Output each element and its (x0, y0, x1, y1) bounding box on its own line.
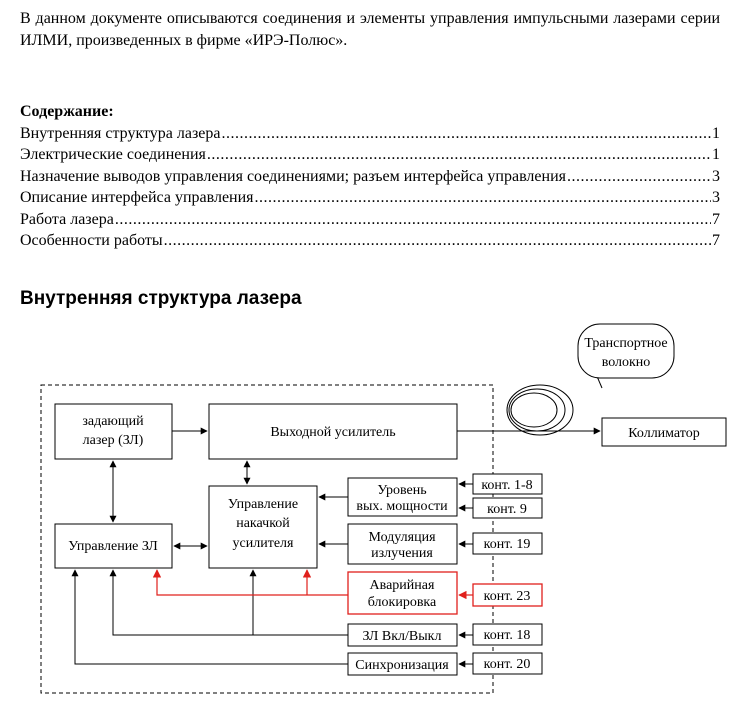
modulation-label-2: излучения (371, 546, 433, 561)
contact-emergency-label: конт. 23 (484, 589, 531, 604)
master-laser-label-1: задающий (82, 414, 144, 429)
toc-item[interactable]: Особенности работы 7 (20, 230, 720, 251)
toc-item[interactable]: Назначение выводов управления соединения… (20, 166, 720, 187)
emergency-block (347, 571, 458, 615)
section-title: Внутренняя структура лазера (20, 288, 302, 309)
toc-item[interactable]: Электрические соединения 1 (20, 144, 720, 165)
transport-fiber-label-1: Транспортное (584, 336, 667, 351)
onoff-label: ЗЛ Вкл/Выкл (363, 629, 442, 644)
toc-item-label: Внутренняя структура лазера (20, 125, 221, 142)
pump-control-label-2: накачкой (236, 516, 290, 531)
toc-item[interactable]: Внутренняя структура лазера 1 (20, 123, 720, 144)
collimator-block (601, 417, 727, 447)
output-amplifier-block (208, 403, 458, 460)
emergency-label-2: блокировка (368, 595, 437, 610)
intro-paragraph: В данном документе описываются соединени… (20, 10, 720, 49)
emergency-label-1: Аварийная (370, 578, 435, 593)
modulation-block (347, 523, 458, 565)
contact-modulation-label: конт. 19 (484, 537, 531, 552)
output-amplifier-label: Выходной усилитель (270, 425, 395, 440)
toc-item[interactable]: Описание интерфейса управления 3 (20, 187, 720, 208)
pump-control-label-3: усилителя (233, 536, 295, 551)
toc-item-label: Особенности работы (20, 231, 163, 249)
toc-item-label: Описание интерфейса управления (20, 189, 254, 207)
modulation-label-1: Модуляция (368, 530, 436, 545)
table-of-contents: Внутренняя структура лазера 1 Электрическ… (20, 123, 720, 251)
pump-control-label-1: Управление (228, 497, 298, 512)
master-control-block (54, 523, 173, 569)
sync-label: Синхронизация (355, 658, 449, 673)
contact-onoff-label: конт. 18 (484, 628, 531, 643)
toc-item-page: 3 (712, 167, 720, 185)
power-level-label-1: Уровень (377, 483, 426, 498)
transport-fiber-label-2: волокно (602, 355, 651, 370)
power-level-label-2: вых. мощности (356, 499, 448, 514)
toc-item-label: Работа лазера (20, 210, 114, 228)
toc-item-page: 1 (712, 146, 720, 164)
pump-control-block (208, 485, 318, 569)
diagram-connectors (71, 427, 601, 668)
toc-title: Содержание: (20, 103, 114, 120)
toc-item-page: 7 (712, 210, 720, 228)
toc-item-label: Назначение выводов управления соединения… (20, 167, 566, 185)
emergency-connectors (152, 569, 473, 600)
contact-power-2-label: конт. 9 (487, 502, 527, 517)
toc-item-page: 7 (712, 231, 720, 249)
master-control-label: Управление ЗЛ (68, 539, 158, 554)
master-laser-label-2: лазер (ЗЛ) (83, 433, 144, 448)
toc-item-page: 1 (712, 125, 720, 142)
master-laser-block (54, 403, 173, 460)
contact-power-1-label: конт. 1-8 (481, 478, 532, 493)
transport-fiber-callout: Транспортное волокно (577, 323, 675, 389)
toc-item-page: 3 (712, 189, 720, 207)
power-level-block (347, 477, 458, 517)
fiber-coil-icon (506, 384, 574, 436)
collimator-label: Коллиматор (628, 426, 699, 441)
contact-sync-label: конт. 20 (484, 657, 531, 672)
toc-item-label: Электрические соединения (20, 146, 206, 164)
toc-item[interactable]: Работа лазера 7 (20, 209, 720, 230)
